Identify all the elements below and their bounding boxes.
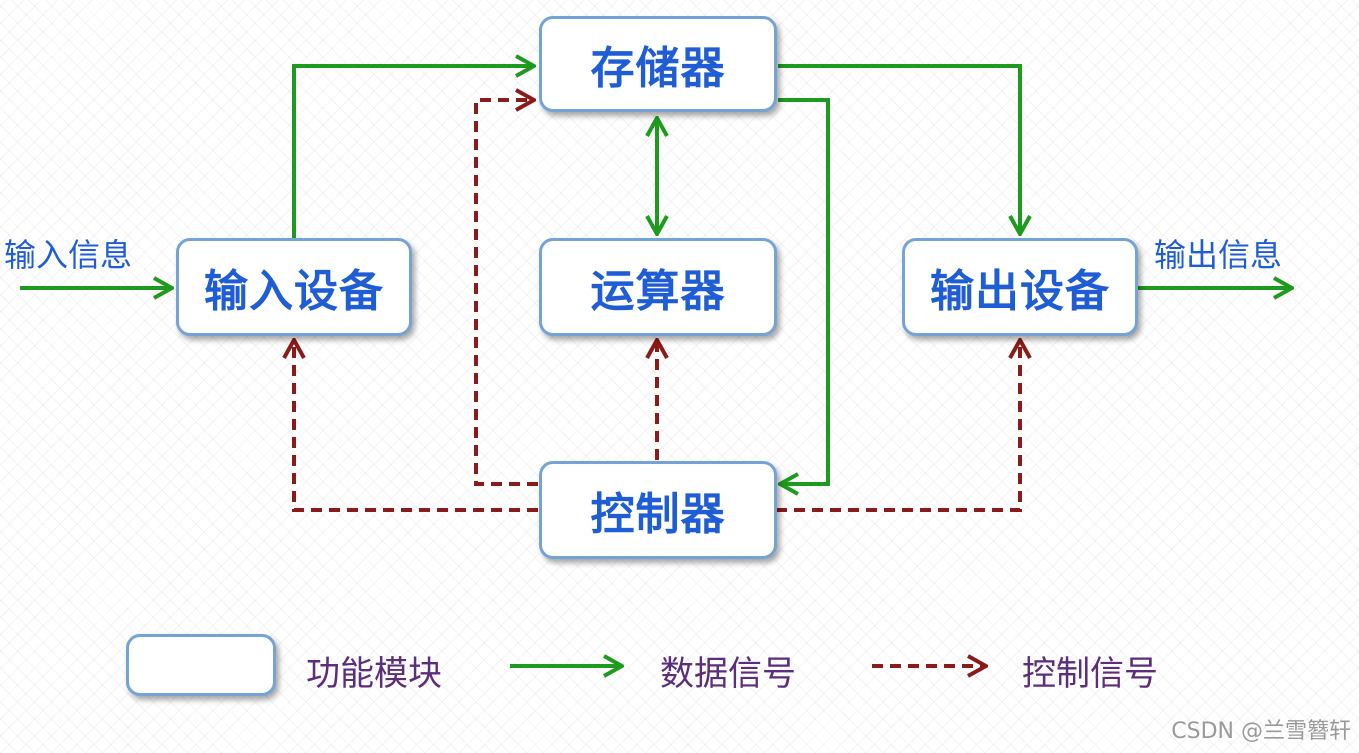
alu-box: 运算器 [539,238,777,336]
arrow-input-device-to-memory [292,66,534,238]
memory-box: 存储器 [539,16,777,112]
arrow-controller-to-input-device [294,340,538,512]
data-signal-lines [20,66,1292,666]
legend-module-label: 功能模块 [306,654,442,694]
controller-box: 控制器 [539,461,777,559]
legend-control-label: 控制信号 [1022,654,1158,694]
arrow-controller-to-output-device [776,340,1020,512]
legend-data-label: 数据信号 [660,654,796,694]
arrow-memory-to-controller [778,98,830,484]
arrow-controller-to-memory [474,100,538,486]
watermark: CSDN @兰雪簪轩 [1171,719,1351,744]
input-device-box: 输入设备 [176,238,412,336]
output-info-label: 输出信息 [1154,236,1283,274]
legend-module-box [126,634,276,696]
control-signal-lines [294,100,1020,666]
output-device-box: 输出设备 [902,238,1138,336]
arrow-memory-to-output-device [778,64,1020,234]
input-info-label: 输入信息 [4,236,133,274]
